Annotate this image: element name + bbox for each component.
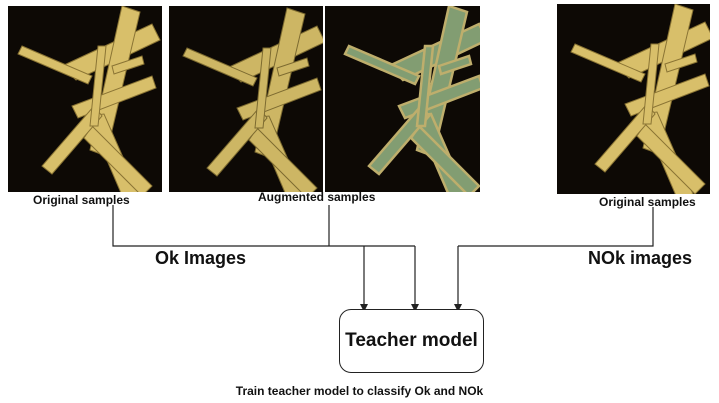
nok-original-sample-image [557,4,710,194]
footer-caption: Train teacher model to classify Ok and N… [235,384,484,398]
teacher-model-box: Teacher model [339,309,484,373]
ok-original-sample-image [8,6,162,192]
ok-images-label: Ok Images [155,248,247,268]
nok-original-caption: Original samples [599,195,696,209]
augmented-caption: Augmented samples [258,190,376,204]
nok-bracket-line [458,207,654,247]
augmented-sample-image-2 [325,6,480,192]
ok-bracket-line [112,205,415,247]
augmented-sample-image-1 [169,6,323,192]
teacher-model-title: Teacher model [345,330,478,351]
ok-original-caption: Original samples [33,193,130,207]
nok-images-label: NOk images [588,248,693,268]
